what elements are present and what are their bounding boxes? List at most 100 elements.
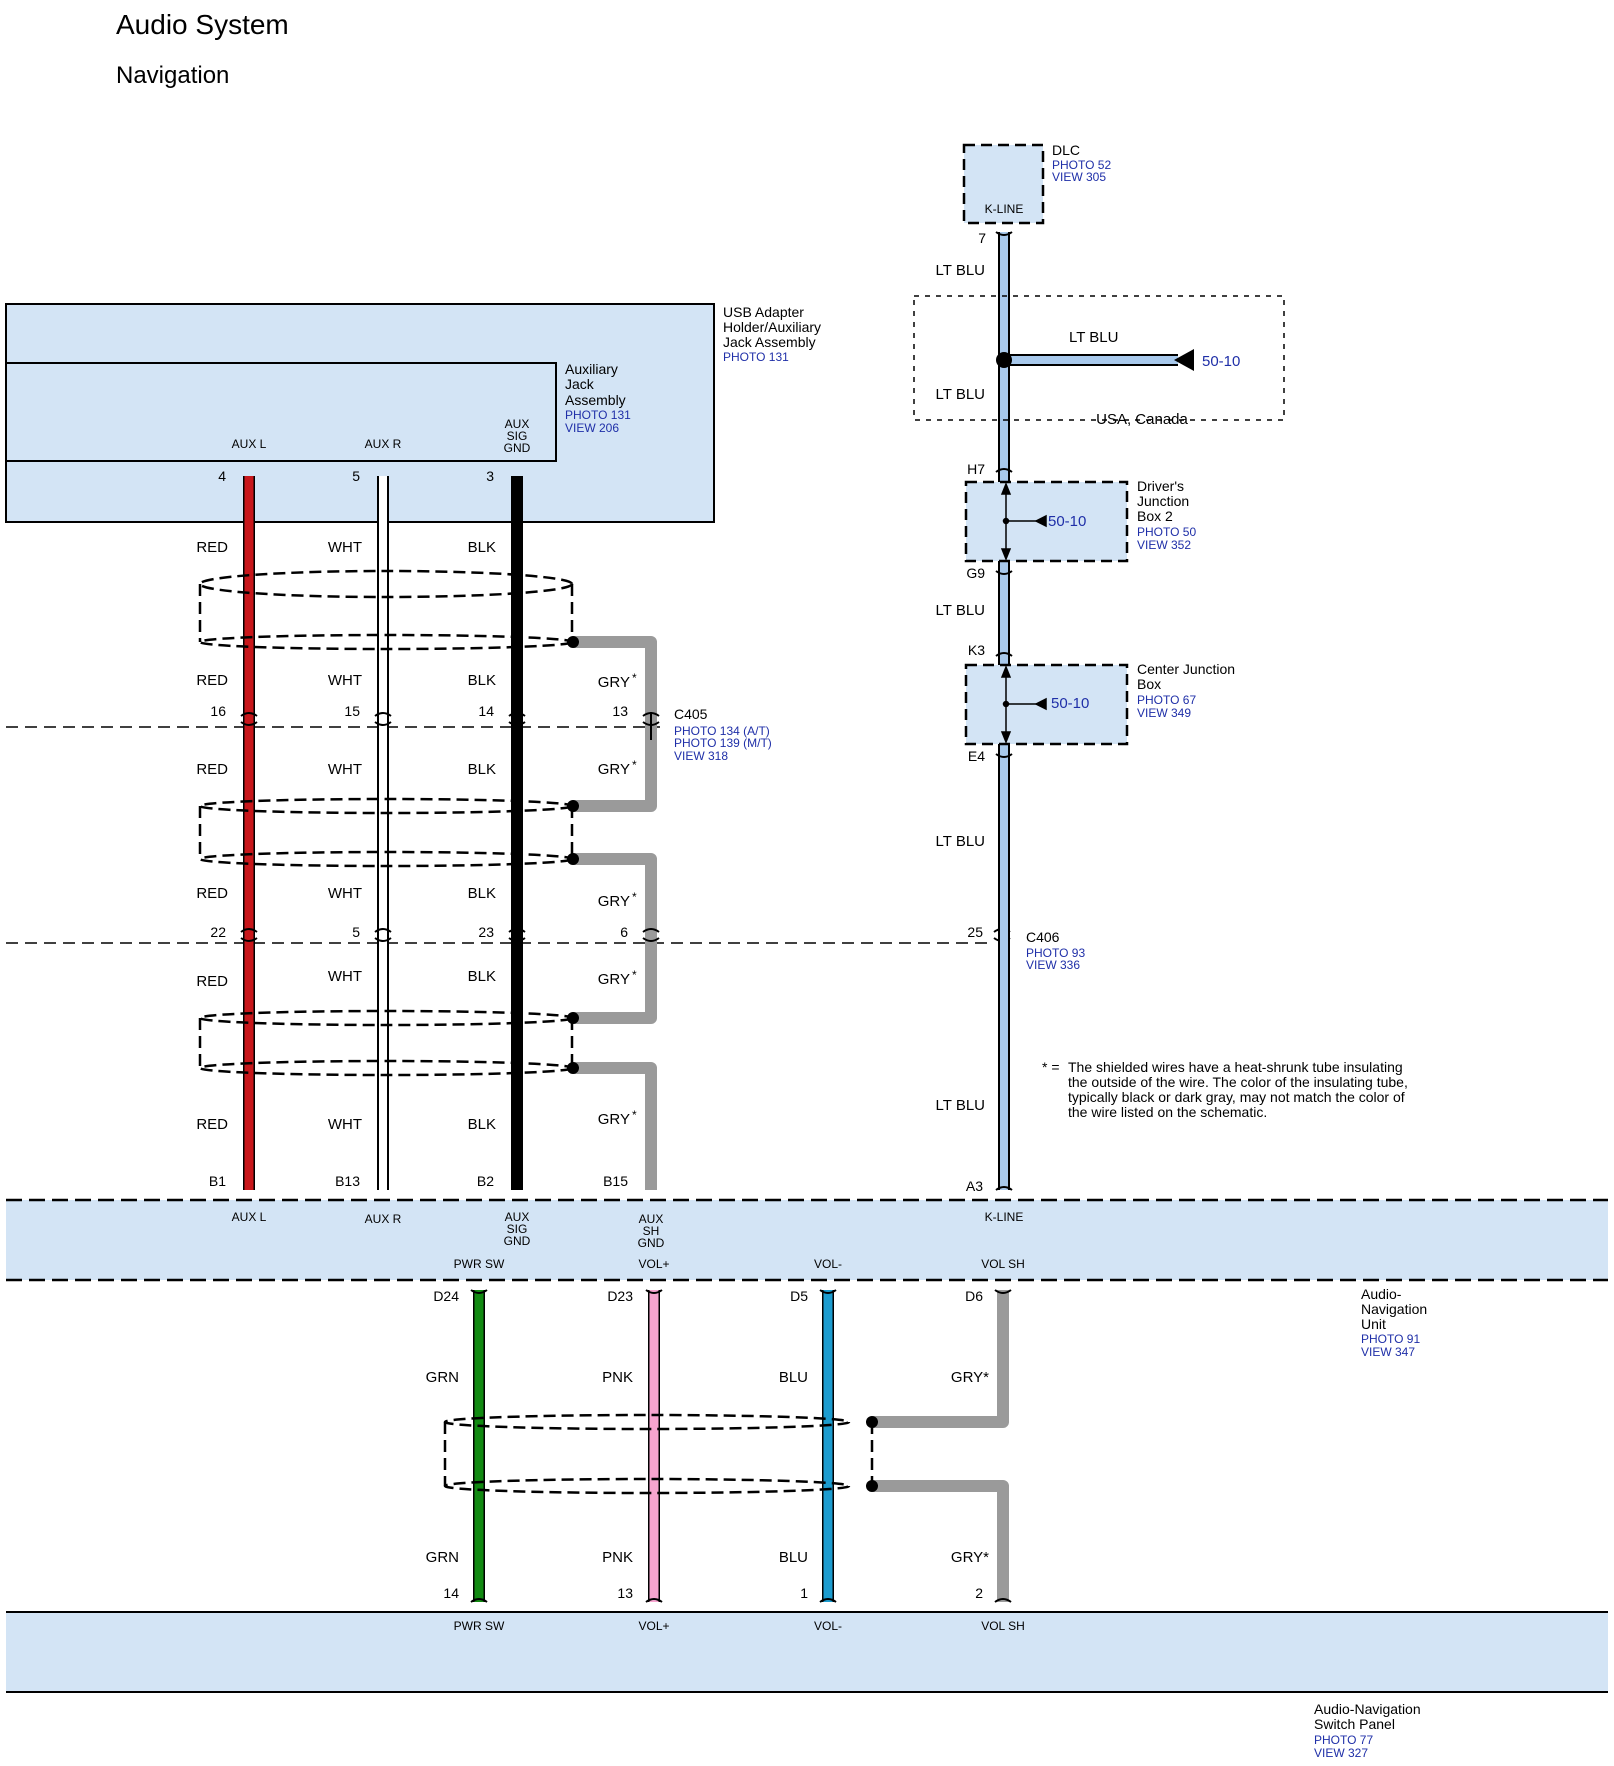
djb2-ref: 50-10	[1048, 513, 1086, 530]
page-subtitle: Navigation	[116, 62, 229, 89]
svg-text:VOL-: VOL-	[814, 1257, 842, 1271]
svg-text:typically black or dark gray,: typically black or dark gray, may not ma…	[1068, 1089, 1405, 1105]
switch-panel-box	[6, 1612, 1608, 1692]
cjb-ref: 50-10	[1051, 695, 1089, 712]
djb2-label: Driver's Junction Box 2 PHOTO 50 VIEW 35…	[1137, 478, 1196, 552]
pin-3: 3	[486, 468, 494, 484]
svg-text:The shielded wires have a heat: The shielded wires have a heat-shrunk tu…	[1068, 1059, 1403, 1075]
anu-aux-pins: B1 B13 B2 B15 A3	[209, 1173, 983, 1194]
svg-text:25: 25	[967, 924, 983, 940]
cjb-label: Center Junction Box PHOTO 67 VIEW 349	[1137, 661, 1235, 720]
svg-text:D6: D6	[965, 1288, 983, 1304]
svg-text:PHOTO 131: PHOTO 131	[565, 408, 631, 422]
svg-text:GRN: GRN	[426, 1369, 459, 1386]
svg-text:B13: B13	[335, 1173, 360, 1189]
svg-text:VIEW 336: VIEW 336	[1026, 958, 1080, 972]
svg-text:*: *	[632, 1108, 637, 1122]
svg-text:Junction: Junction	[1137, 493, 1189, 509]
ltblu-color-labels: LT BLU LT BLU LT BLU LT BLU LT BLU LT BL…	[936, 262, 1119, 1114]
svg-text:USB Adapter: USB Adapter	[723, 304, 804, 320]
svg-text:22: 22	[210, 924, 226, 940]
page-title: Audio System	[116, 9, 289, 40]
svg-text:Holder/Auxiliary: Holder/Auxiliary	[723, 319, 821, 335]
svg-text:GRY: GRY	[598, 893, 630, 910]
svg-text:Box: Box	[1137, 676, 1161, 692]
anu-aux-labels: AUX L AUX R AUX SIG GND AUX SH GND K-LIN…	[232, 1210, 1024, 1250]
svg-text:GND: GND	[504, 1234, 531, 1248]
pin-label-aux: AUX	[505, 417, 530, 431]
svg-text:RED: RED	[196, 885, 228, 902]
shield-bottom	[443, 1413, 874, 1495]
svg-text:Center Junction: Center Junction	[1137, 661, 1235, 677]
ltblu-pin-marks	[995, 231, 1013, 1191]
svg-text:WHT: WHT	[328, 672, 362, 689]
svg-text:6: 6	[620, 924, 628, 940]
pin-5: 5	[352, 468, 360, 484]
svg-text:DLC: DLC	[1052, 142, 1080, 158]
svg-text:D5: D5	[790, 1288, 808, 1304]
svg-text:BLK: BLK	[468, 885, 496, 902]
svg-text:LT BLU: LT BLU	[936, 262, 985, 279]
c405-pins: 16 15 14 13	[210, 703, 628, 719]
svg-text:WHT: WHT	[328, 761, 362, 778]
c406-label: C406 PHOTO 93 VIEW 336	[1026, 929, 1085, 972]
svg-text:PHOTO 91: PHOTO 91	[1361, 1332, 1420, 1346]
svg-text:BLK: BLK	[468, 672, 496, 689]
svg-text:WHT: WHT	[328, 968, 362, 985]
svg-text:the wire listed on the schemat: the wire listed on the schematic.	[1068, 1104, 1267, 1120]
svg-text:14: 14	[443, 1585, 459, 1601]
svg-text:Assembly: Assembly	[565, 392, 626, 408]
svg-text:WHT: WHT	[328, 539, 362, 556]
svg-text:GRY: GRY	[598, 971, 630, 988]
bottom-color-labels-lower: GRN PNK BLU GRY*	[426, 1549, 989, 1566]
svg-text:PHOTO 50: PHOTO 50	[1137, 525, 1196, 539]
pin-label-gnd: GND	[504, 441, 531, 455]
svg-text:VOL-: VOL-	[814, 1619, 842, 1633]
svg-text:*: *	[632, 890, 637, 904]
anu-label: Audio- Navigation Unit PHOTO 91 VIEW 347	[1361, 1286, 1427, 1359]
svg-text:RED: RED	[196, 973, 228, 990]
svg-text:VOL SH: VOL SH	[981, 1257, 1025, 1271]
svg-text:Audio-Navigation: Audio-Navigation	[1314, 1701, 1421, 1717]
svg-text:AUX R: AUX R	[365, 1212, 402, 1226]
svg-text:LT BLU: LT BLU	[936, 602, 985, 619]
shield-drain-dots	[567, 636, 579, 1074]
shield-drain-bottom	[873, 1290, 1009, 1602]
svg-text:BLK: BLK	[468, 761, 496, 778]
pin-label-sig: SIG	[507, 429, 528, 443]
svg-text:Unit: Unit	[1361, 1316, 1386, 1332]
ref-50-10: 50-10	[1202, 353, 1240, 370]
svg-text:GRY: GRY	[598, 761, 630, 778]
djb2-internal	[1000, 481, 1047, 562]
pin-label-aux-r: AUX R	[365, 437, 402, 451]
svg-text:LT BLU: LT BLU	[936, 386, 985, 403]
svg-text:PNK: PNK	[602, 1549, 633, 1566]
svg-text:the outside of the wire. The c: the outside of the wire. The color of th…	[1068, 1074, 1408, 1090]
svg-text:AUX: AUX	[505, 1210, 530, 1224]
wire-color-labels: RED WHT BLK RED WHT BLK GRY * RED WHT BL…	[196, 539, 637, 1133]
svg-text:GRN: GRN	[426, 1549, 459, 1566]
svg-text:1: 1	[800, 1585, 808, 1601]
bottom-pin-marks	[470, 1289, 1012, 1603]
svg-text:7: 7	[978, 230, 986, 246]
svg-text:*: *	[632, 968, 637, 982]
svg-text:VIEW 305: VIEW 305	[1052, 170, 1106, 184]
svg-text:A3: A3	[966, 1178, 983, 1194]
svg-text:PHOTO 52: PHOTO 52	[1052, 158, 1111, 172]
svg-text:GRY*: GRY*	[951, 1369, 989, 1386]
svg-text:VIEW 318: VIEW 318	[674, 749, 728, 763]
panel-pin-labels: PWR SW VOL+ VOL- VOL SH	[454, 1619, 1025, 1633]
svg-text:Audio-: Audio-	[1361, 1286, 1402, 1302]
svg-text:B1: B1	[209, 1173, 226, 1189]
svg-text:PHOTO 77: PHOTO 77	[1314, 1733, 1373, 1747]
svg-text:PHOTO 134 (A/T): PHOTO 134 (A/T)	[674, 724, 770, 738]
svg-text:C406: C406	[1026, 929, 1060, 945]
svg-text:BLK: BLK	[468, 539, 496, 556]
connector-pin-marks	[240, 712, 1011, 942]
svg-text:GND: GND	[638, 1236, 665, 1250]
svg-text:Switch Panel: Switch Panel	[1314, 1716, 1395, 1732]
svg-text:*: *	[632, 671, 637, 685]
svg-text:WHT: WHT	[328, 885, 362, 902]
svg-text:PHOTO 67: PHOTO 67	[1137, 693, 1196, 707]
